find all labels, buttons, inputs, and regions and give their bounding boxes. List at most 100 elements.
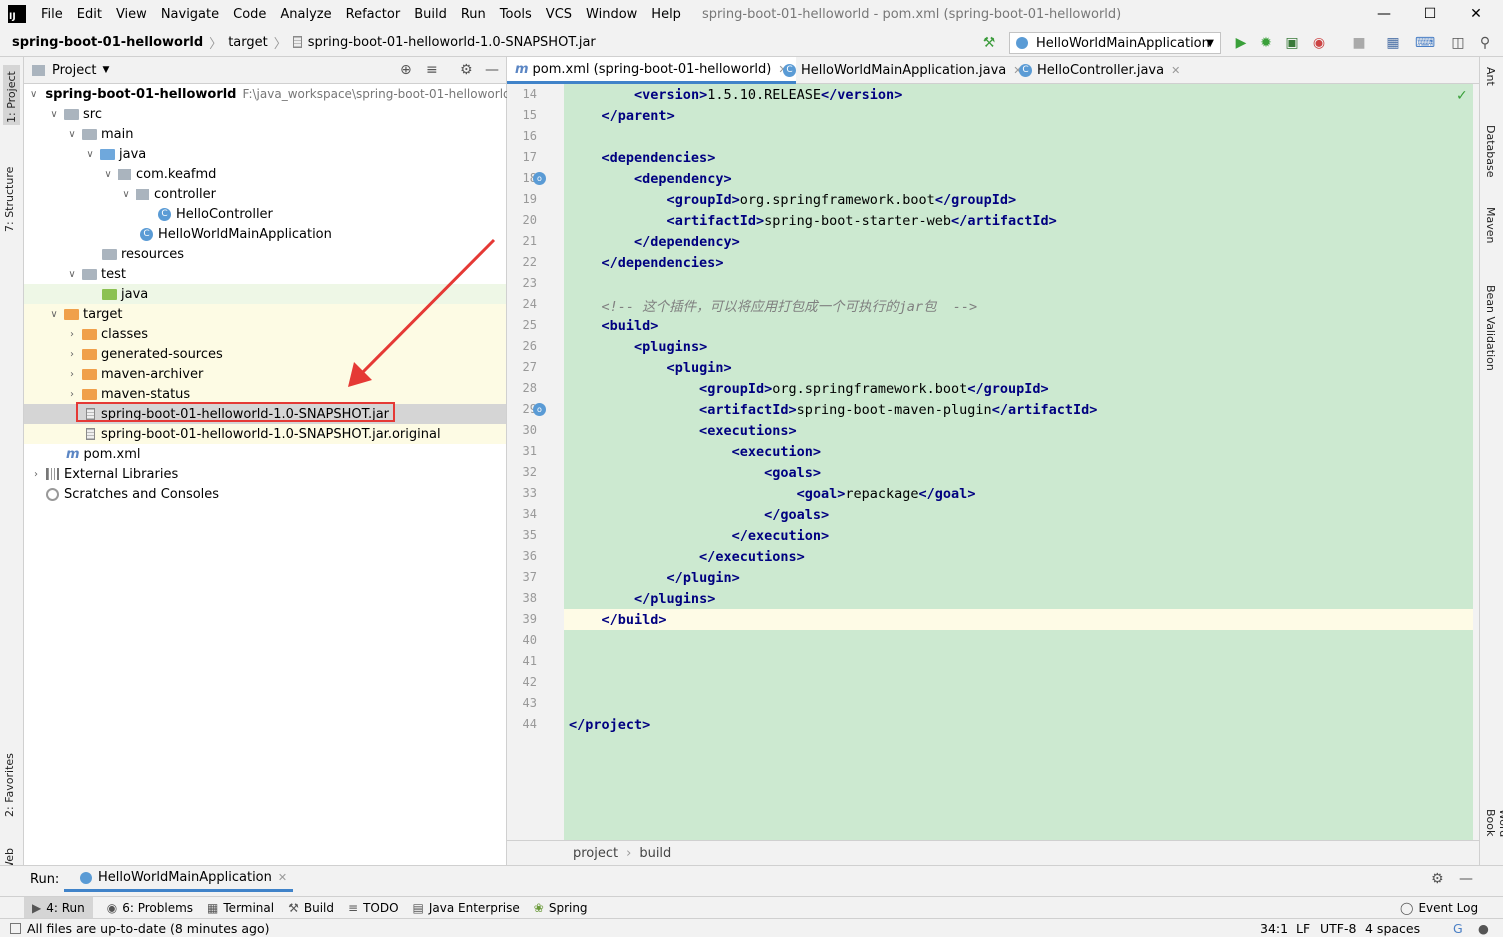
- tool-window-terminal[interactable]: ▦ Terminal: [207, 901, 274, 915]
- tool-tab-project[interactable]: 1: Project: [3, 65, 20, 125]
- file-encoding[interactable]: UTF-8: [1320, 920, 1357, 936]
- code-line[interactable]: [564, 273, 569, 294]
- menu-view[interactable]: View: [115, 6, 147, 22]
- code-line[interactable]: </project>: [569, 716, 651, 733]
- collapse-all-icon[interactable]: ≡: [426, 62, 438, 78]
- tree-root[interactable]: ∨ spring-boot-01-helloworld F:\java_work…: [24, 84, 511, 104]
- tree-item-package[interactable]: ∨ com.keafmd: [24, 164, 506, 184]
- indent-setting[interactable]: 4 spaces: [1365, 920, 1421, 936]
- tree-item-test[interactable]: ∨ test: [24, 264, 506, 284]
- tree-item-jar-selected[interactable]: spring-boot-01-helloworld-1.0-SNAPSHOT.j…: [24, 404, 506, 424]
- tree-item-controller[interactable]: ∨ controller: [24, 184, 506, 204]
- maximize-icon[interactable]: ☐: [1423, 6, 1437, 22]
- code-crumb-build[interactable]: build: [639, 845, 672, 861]
- run-config-select[interactable]: HelloWorldMainApplication ▼: [1009, 32, 1221, 54]
- close-icon[interactable]: ✕: [1470, 6, 1482, 22]
- code-line[interactable]: </plugins>: [634, 590, 716, 607]
- code-line[interactable]: <!-- 这个插件，可以将应用打包成一个可执行的jar包 -->: [569, 298, 978, 315]
- code-line[interactable]: [564, 693, 569, 714]
- debug-icon[interactable]: ✹: [1260, 35, 1272, 51]
- close-tab-icon[interactable]: ✕: [277, 871, 288, 884]
- menu-vcs[interactable]: VCS: [545, 6, 573, 22]
- code-line[interactable]: </plugin>: [666, 569, 740, 586]
- tree-item-jar-original[interactable]: spring-boot-01-helloworld-1.0-SNAPSHOT.j…: [24, 424, 506, 444]
- code-line[interactable]: <execution>: [731, 443, 821, 460]
- code-line[interactable]: [564, 672, 569, 693]
- breadcrumb-project[interactable]: spring-boot-01-helloworld: [12, 34, 204, 50]
- tree-item-maven-status[interactable]: › maven-status: [24, 384, 506, 404]
- breadcrumb-file[interactable]: spring-boot-01-helloworld-1.0-SNAPSHOT.j…: [307, 34, 596, 50]
- tree-item-test-java[interactable]: java: [24, 284, 506, 304]
- menu-file[interactable]: File: [41, 6, 63, 22]
- hide-icon[interactable]: —: [485, 62, 499, 78]
- tool-tab-maven[interactable]: Maven: [1484, 207, 1497, 244]
- menu-help[interactable]: Help: [651, 6, 681, 22]
- search-icon[interactable]: ⚲: [1479, 35, 1491, 51]
- code-line[interactable]: <plugin>: [666, 359, 732, 376]
- tree-item-main[interactable]: ∨ main: [24, 124, 506, 144]
- caret-position[interactable]: 34:1: [1260, 920, 1289, 936]
- code-line[interactable]: <groupId>org.springframework.boot</group…: [699, 380, 1049, 397]
- tool-tab-ant[interactable]: Ant: [1484, 67, 1497, 86]
- close-tab-icon[interactable]: ✕: [1171, 64, 1181, 77]
- line-separator[interactable]: LF: [1296, 920, 1311, 936]
- code-line[interactable]: <version>1.5.10.RELEASE</version>: [634, 86, 903, 103]
- menu-analyze[interactable]: Analyze: [280, 6, 332, 22]
- lock-icon[interactable]: ●: [1478, 920, 1489, 936]
- menu-code[interactable]: Code: [233, 6, 267, 22]
- overridden-marker-icon[interactable]: o: [533, 172, 546, 185]
- minimize-icon[interactable]: —: [1377, 6, 1391, 22]
- tree-item-src[interactable]: ∨ src: [24, 104, 506, 124]
- gear-icon[interactable]: ⚙: [1431, 871, 1444, 887]
- chevron-down-icon[interactable]: ▼: [102, 65, 110, 75]
- run-tab[interactable]: HelloWorldMainApplication ✕: [64, 866, 294, 892]
- menu-edit[interactable]: Edit: [76, 6, 102, 22]
- tree-item-target[interactable]: ∨ target: [24, 304, 506, 324]
- tool-tab-bean-validation[interactable]: Bean Validation: [1484, 285, 1497, 371]
- code-line[interactable]: <dependencies>: [601, 149, 716, 166]
- project-structure-icon[interactable]: ▦: [1386, 35, 1400, 51]
- code-line[interactable]: <goal>repackage</goal>: [796, 485, 976, 502]
- tree-item-scratches[interactable]: Scratches and Consoles: [24, 484, 506, 504]
- code-editor[interactable]: <version>1.5.10.RELEASE</version> </pare…: [564, 84, 1473, 840]
- tool-window-run[interactable]: ▶ 4: Run: [24, 896, 93, 919]
- coverage-icon[interactable]: ▣: [1285, 35, 1299, 51]
- build-hammer-icon[interactable]: ⚒: [982, 35, 996, 51]
- tree-item-pom[interactable]: m pom.xml: [24, 444, 506, 464]
- hide-icon[interactable]: —: [1459, 871, 1473, 887]
- locate-icon[interactable]: ⊕: [400, 62, 412, 78]
- menu-tools[interactable]: Tools: [499, 6, 532, 22]
- code-line[interactable]: [564, 630, 569, 651]
- tree-item-external-libraries[interactable]: › External Libraries: [24, 464, 506, 484]
- tab-pom-xml[interactable]: m pom.xml (spring-boot-01-helloworld) ✕: [507, 57, 796, 84]
- menu-run[interactable]: Run: [460, 6, 486, 22]
- code-line[interactable]: <executions>: [699, 422, 797, 439]
- menu-refactor[interactable]: Refactor: [345, 6, 401, 22]
- tool-tab-structure[interactable]: 7: Structure: [3, 166, 16, 232]
- tool-window-event-log[interactable]: ◯ Event Log: [1400, 901, 1478, 915]
- code-line[interactable]: </goals>: [764, 506, 830, 523]
- code-line[interactable]: </dependency>: [634, 233, 740, 250]
- code-crumb-project[interactable]: project: [573, 845, 619, 861]
- code-line[interactable]: </dependencies>: [601, 254, 724, 271]
- code-line[interactable]: <dependency>: [634, 170, 732, 187]
- tool-tab-database[interactable]: Database: [1484, 125, 1497, 178]
- run-icon[interactable]: ▶: [1235, 35, 1247, 51]
- menu-window[interactable]: Window: [586, 6, 638, 22]
- profile-icon[interactable]: ◉: [1312, 35, 1326, 51]
- project-view-label[interactable]: Project: [52, 62, 97, 78]
- tree-item-main-app[interactable]: C HelloWorldMainApplication: [24, 224, 506, 244]
- close-tab-icon[interactable]: ✕: [1013, 64, 1023, 77]
- tool-tab-favorites[interactable]: 2: Favorites: [3, 753, 16, 817]
- overridden-marker-icon[interactable]: o: [533, 403, 546, 416]
- code-line[interactable]: </build>: [564, 609, 1473, 630]
- presentation-icon[interactable]: ◫: [1451, 35, 1465, 51]
- menu-build[interactable]: Build: [414, 6, 447, 22]
- translate-icon[interactable]: ⌨: [1414, 35, 1436, 51]
- code-line[interactable]: <goals>: [764, 464, 821, 481]
- tool-window-spring[interactable]: ❀ Spring: [534, 901, 588, 915]
- tree-item-maven-archiver[interactable]: › maven-archiver: [24, 364, 506, 384]
- tree-item-java[interactable]: ∨ java: [24, 144, 506, 164]
- code-line[interactable]: <groupId>org.springframework.boot</group…: [666, 191, 1017, 208]
- tool-window-build[interactable]: ⚒ Build: [288, 901, 334, 915]
